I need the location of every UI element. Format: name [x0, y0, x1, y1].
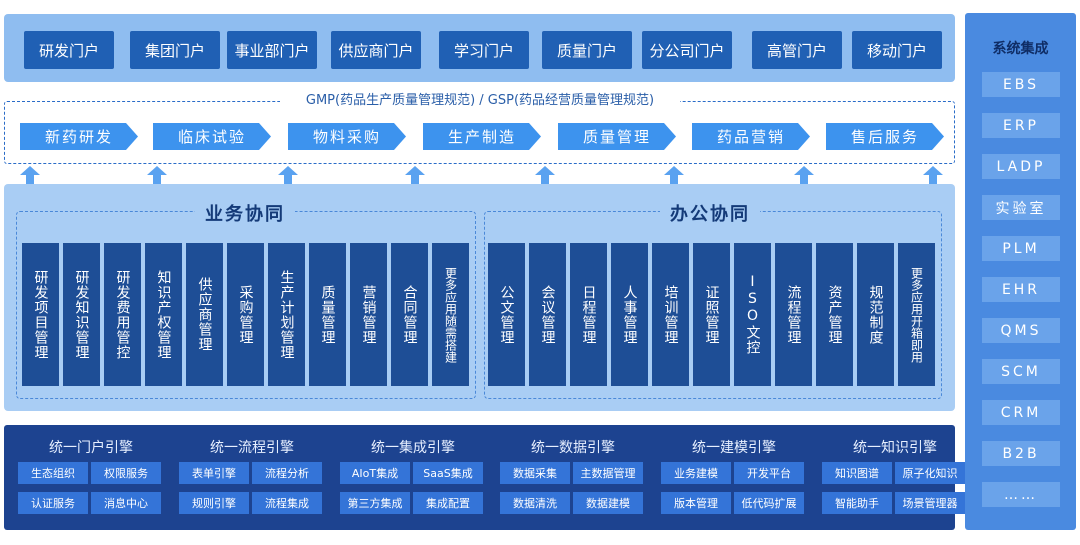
system-item[interactable]: B2B	[982, 441, 1060, 466]
office-group-title: 办公协同	[660, 200, 760, 226]
engine-button[interactable]: 生态组织	[18, 462, 88, 484]
up-arrow-icon	[664, 166, 684, 184]
portal-button[interactable]: 研发门户	[24, 31, 114, 69]
portal-button[interactable]: 事业部门户	[227, 31, 317, 69]
office-module[interactable]: 证照管理	[693, 243, 730, 386]
office-module[interactable]: 人事管理	[611, 243, 648, 386]
up-arrow-icon	[794, 166, 814, 184]
business-module[interactable]: 更多应用随需搭建	[432, 243, 469, 386]
engine-button[interactable]: 消息中心	[91, 492, 161, 514]
engine-button[interactable]: 第三方集成	[340, 492, 410, 514]
business-module[interactable]: 知识产权管理	[145, 243, 182, 386]
system-item[interactable]: EHR	[982, 277, 1060, 302]
system-item[interactable]: SCM	[982, 359, 1060, 384]
engine-button[interactable]: 场景管理器	[895, 492, 965, 514]
business-module[interactable]: 研发知识管理	[63, 243, 100, 386]
business-module[interactable]: 生产计划管理	[268, 243, 305, 386]
engine-title: 统一流程引擎	[210, 440, 294, 456]
office-module[interactable]: ISO文控	[734, 243, 771, 386]
engine-button[interactable]: 认证服务	[18, 492, 88, 514]
office-module[interactable]: 更多应用开箱即用	[898, 243, 935, 386]
process-step: 药品营销	[692, 123, 810, 150]
system-item[interactable]: 实验室	[982, 195, 1060, 220]
up-arrow-icon	[535, 166, 555, 184]
engine-button[interactable]: 表单引擎	[179, 462, 249, 484]
system-item[interactable]: LADP	[982, 154, 1060, 179]
engine-button[interactable]: 业务建模	[661, 462, 731, 484]
process-step: 临床试验	[153, 123, 271, 150]
office-module[interactable]: 流程管理	[775, 243, 812, 386]
business-module[interactable]: 研发项目管理	[22, 243, 59, 386]
office-module[interactable]: 日程管理	[570, 243, 607, 386]
office-module[interactable]: 公文管理	[488, 243, 525, 386]
business-module[interactable]: 供应商管理	[186, 243, 223, 386]
engine-button[interactable]: 权限服务	[91, 462, 161, 484]
system-item[interactable]: QMS	[982, 318, 1060, 343]
engine-button[interactable]: 规则引擎	[179, 492, 249, 514]
process-step: 物料采购	[288, 123, 406, 150]
business-module[interactable]: 质量管理	[309, 243, 346, 386]
engine-button[interactable]: 主数据管理	[573, 462, 643, 484]
gmp-gsp-title: GMP(药品生产质量管理规范) / GSP(药品经营质量管理规范)	[280, 92, 680, 110]
portal-button[interactable]: 移动门户	[852, 31, 942, 69]
system-item[interactable]: CRM	[982, 400, 1060, 425]
office-module[interactable]: 培训管理	[652, 243, 689, 386]
system-integration-title: 系统集成	[992, 41, 1049, 57]
business-module[interactable]: 研发费用管控	[104, 243, 141, 386]
engine-title: 统一集成引擎	[371, 440, 455, 456]
portal-button[interactable]: 学习门户	[439, 31, 529, 69]
up-arrow-icon	[923, 166, 943, 184]
engine-button[interactable]: 数据清洗	[500, 492, 570, 514]
engine-title: 统一数据引擎	[531, 440, 615, 456]
portal-button[interactable]: 集团门户	[130, 31, 220, 69]
office-module[interactable]: 资产管理	[816, 243, 853, 386]
process-step: 新药研发	[20, 123, 138, 150]
office-module[interactable]: 会议管理	[529, 243, 566, 386]
process-step: 售后服务	[826, 123, 944, 150]
engine-button[interactable]: 低代码扩展	[734, 492, 804, 514]
up-arrow-icon	[405, 166, 425, 184]
engine-button[interactable]: 数据采集	[500, 462, 570, 484]
system-item[interactable]: ERP	[982, 113, 1060, 138]
engine-title: 统一门户引擎	[49, 440, 133, 456]
up-arrow-icon	[20, 166, 40, 184]
engine-title: 统一知识引擎	[853, 440, 937, 456]
engine-button[interactable]: 版本管理	[661, 492, 731, 514]
business-module[interactable]: 合同管理	[391, 243, 428, 386]
engine-title: 统一建模引擎	[692, 440, 776, 456]
business-group-title: 业务协同	[195, 200, 295, 226]
engine-button[interactable]: 流程集成	[252, 492, 322, 514]
portal-button[interactable]: 质量门户	[542, 31, 632, 69]
engine-button[interactable]: SaaS集成	[413, 462, 483, 484]
system-item[interactable]: PLM	[982, 236, 1060, 261]
up-arrow-icon	[147, 166, 167, 184]
portal-button[interactable]: 高管门户	[752, 31, 842, 69]
process-step: 质量管理	[558, 123, 676, 150]
business-module[interactable]: 营销管理	[350, 243, 387, 386]
engine-button[interactable]: 知识图谱	[822, 462, 892, 484]
business-module[interactable]: 采购管理	[227, 243, 264, 386]
engine-button[interactable]: 智能助手	[822, 492, 892, 514]
portal-button[interactable]: 分公司门户	[642, 31, 732, 69]
system-item[interactable]: ……	[982, 482, 1060, 507]
engine-button[interactable]: 数据建模	[573, 492, 643, 514]
engine-button[interactable]: 流程分析	[252, 462, 322, 484]
engine-button[interactable]: 集成配置	[413, 492, 483, 514]
process-step: 生产制造	[423, 123, 541, 150]
system-item[interactable]: EBS	[982, 72, 1060, 97]
office-module[interactable]: 规范制度	[857, 243, 894, 386]
portal-button[interactable]: 供应商门户	[331, 31, 421, 69]
up-arrow-icon	[278, 166, 298, 184]
engine-button[interactable]: 开发平台	[734, 462, 804, 484]
engine-button[interactable]: AIoT集成	[340, 462, 410, 484]
engine-button[interactable]: 原子化知识	[895, 462, 965, 484]
